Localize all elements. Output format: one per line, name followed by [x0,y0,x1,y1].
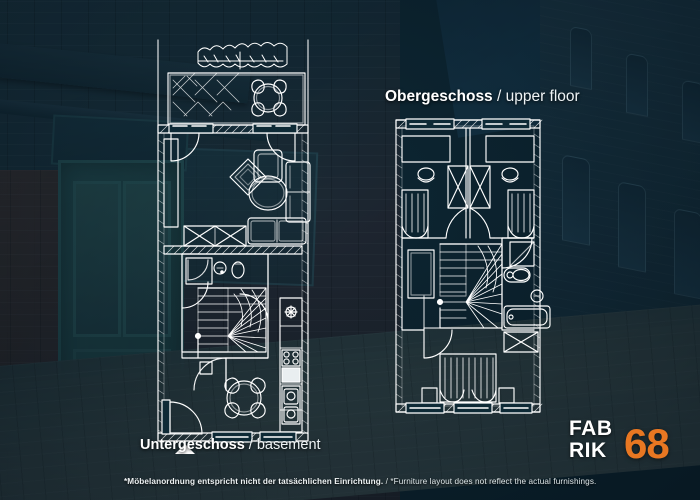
wardrobe-right [469,165,491,209]
bedroom-partition-wall [401,207,535,239]
planter-hedge [197,42,288,70]
terrace-paving-hatch [172,72,240,117]
bathtub [503,305,551,329]
wall-hatch [395,133,541,399]
door-swing [170,132,200,162]
washbasin [530,289,544,303]
terrace-area [167,42,306,126]
footnote-german: *Möbelanordnung entspricht nicht der tat… [124,477,384,486]
door-swing [193,357,227,391]
hall-niche [199,361,213,375]
door-swing [423,329,453,359]
basement-label: Untergeschoss / basement [140,437,321,453]
upper-top-wall [395,118,543,130]
center-partition [465,127,471,213]
desk [401,135,451,163]
basement-bottom-wall [157,431,309,443]
bathroom [501,237,551,353]
double-sink [281,385,301,425]
bedroom-right [485,135,535,239]
bathroom-cabinet [503,331,539,353]
landing-cabinet [407,249,435,299]
upper-floor-floorplan-drawing [382,112,554,424]
stair-newel [194,332,202,340]
wall-hatch [157,139,309,435]
spiral-staircase [194,270,267,353]
footnote-separator: / [383,477,391,486]
bath-cabinet-small [509,241,535,267]
upper-bottom-wall [395,402,543,414]
side-cabinet [253,149,283,183]
worktop-panel [281,367,301,383]
logo-wordmark: FAB RIK [569,418,613,462]
wc-room [185,257,213,285]
basement-label-en: basement [256,437,321,453]
basement-label-sep: / [244,437,257,453]
entrance-door [161,399,203,435]
outdoor-round-table [253,83,283,113]
washbasin [213,261,227,275]
toilet [503,267,531,283]
nightstand [498,387,515,404]
dining-chairs [224,377,266,419]
toilet [231,261,245,279]
door-swing [469,207,491,239]
wardrobe-left [447,165,469,209]
bathroom-door [493,237,535,269]
interior-wall-band [163,245,303,255]
double-bed [439,353,497,403]
spiral-staircase [423,243,503,359]
basement-label-de: Untergeschoss [140,437,245,453]
door-swing [181,281,209,309]
round-coffee-table [248,175,288,211]
footnote-disclaimer: *Möbelanordnung entspricht nicht der tat… [124,477,596,486]
upper-floor-label-sep: / [492,88,506,105]
logo-number-68: 68 [624,420,670,467]
pillow [439,389,465,403]
sofa [247,217,307,245]
footnote-english: *Furniture layout does not reflect the a… [390,477,597,486]
upper-floor-label: Obergeschoss / upper floor [385,88,580,106]
door-swing [445,207,467,239]
stair-hall [181,253,269,359]
single-bed [401,189,429,239]
window [481,118,531,130]
window [405,118,455,130]
stair-newel [436,298,444,306]
desk-chair [417,167,435,183]
upper-floor-label-en: upper floor [505,88,580,105]
outdoor-chairs [251,79,287,117]
tall-cabinet [285,161,311,223]
door-swing [239,293,269,323]
entrance-marker-triangle [175,444,195,454]
dining-round-table [226,380,262,416]
desk [485,135,535,163]
basement-floorplan-drawing [140,39,325,454]
kitchen-counter [279,297,303,433]
single-bed [507,189,535,239]
landing [401,237,435,331]
lower-hall-walls [181,253,269,391]
logo-line-1: FAB [569,417,613,440]
left-glazing [163,138,179,228]
nightstand [421,387,438,404]
bedroom-left [401,135,451,239]
desk-chair [501,167,519,183]
wall-light-fixture [284,305,298,319]
sideboard [183,225,247,247]
cooktop-4-burner [281,349,301,367]
door-swing [266,132,296,162]
pillow [471,389,497,403]
logo-line-2: RIK [569,439,607,462]
terrace-wall [157,123,309,162]
upper-floor-label-de: Obergeschoss [385,88,493,105]
master-bedroom [421,353,515,404]
